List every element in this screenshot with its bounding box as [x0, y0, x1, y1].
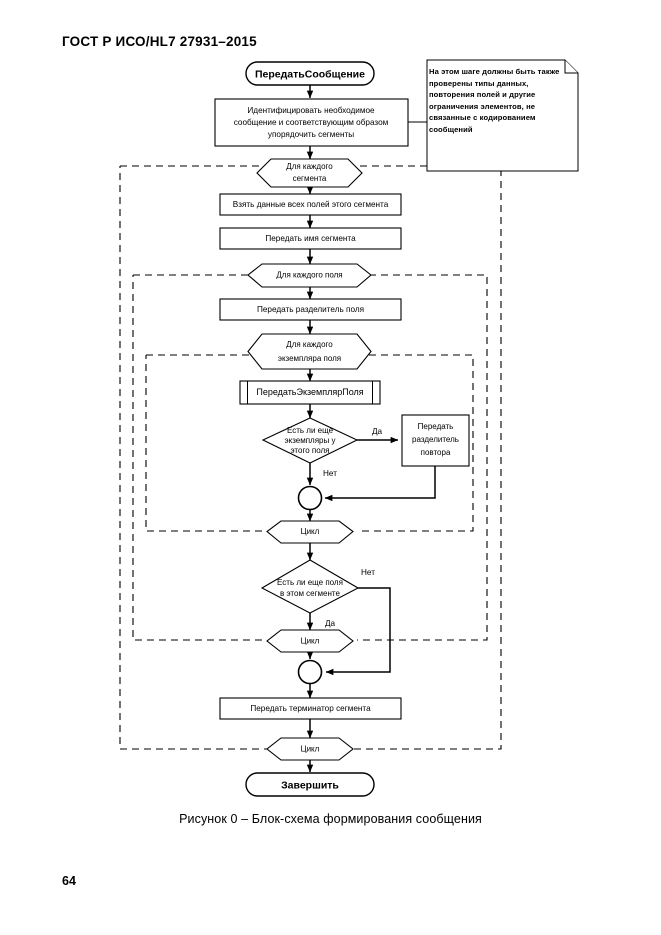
node-loop-end-segments[interactable]: Цикл	[266, 737, 354, 761]
node-send-segment-name[interactable]: Передать имя сегмента	[219, 227, 402, 250]
node-send-repeat-separator[interactable]: Передать разделитель повтора	[401, 414, 470, 467]
node-send-segment-terminator-label: Передать терминатор сегмента	[250, 704, 371, 713]
node-start-label: ПередатьСообщение	[255, 68, 365, 80]
node-identify-line1: Идентифицировать необходимое	[247, 106, 375, 115]
node-junction-2[interactable]	[297, 659, 323, 685]
note-callout-text: На этом шаге должны быть также проверены…	[429, 67, 560, 134]
node-loop-end-fields[interactable]: Цикл	[266, 629, 354, 653]
node-more-instances-line2: экземпляры у	[285, 436, 336, 445]
node-send-segment-terminator[interactable]: Передать терминатор сегмента	[219, 697, 402, 720]
node-more-instances[interactable]: Есть ли еще экземпляры у этого поля	[261, 417, 359, 464]
node-identify-line3: упорядочить сегменты	[268, 130, 354, 139]
node-for-each-field-label: Для каждого поля	[276, 271, 342, 280]
node-identify-line2: сообщение и соответствующим образом	[234, 118, 389, 127]
node-send-field-separator-label: Передать разделитель поля	[257, 305, 364, 314]
node-finish[interactable]: Завершить	[245, 772, 375, 797]
edge-label-fields-no: Нет	[361, 568, 375, 577]
node-for-each-instance-line1: Для каждого	[286, 340, 333, 349]
note-callout	[426, 59, 579, 172]
node-send-repeat-separator-line3: повтора	[421, 448, 451, 457]
node-more-fields[interactable]: Есть ли еще поля в этом сегменте	[260, 559, 360, 614]
node-for-each-segment[interactable]: Для каждого сегмента	[256, 158, 363, 188]
node-send-repeat-separator-line1: Передать	[418, 422, 454, 431]
node-loop-end-segments-label: Цикл	[301, 745, 320, 754]
node-more-fields-line2: в этом сегменте	[280, 589, 340, 598]
node-loop-end-instances-label: Цикл	[301, 527, 320, 536]
node-loop-end-fields-label: Цикл	[301, 637, 320, 646]
node-take-fields-label: Взять данные всех полей этого сегмента	[233, 200, 389, 209]
node-send-field-instance[interactable]: ПередатьЭкземплярПоля	[239, 380, 381, 405]
node-more-fields-line1: Есть ли еще поля	[277, 578, 343, 587]
standard-header: ГОСТ Р ИСО/HL7 27931–2015	[62, 34, 257, 49]
node-start[interactable]: ПередатьСообщение	[245, 61, 375, 86]
edge-label-instances-yes: Да	[372, 427, 383, 436]
node-send-field-instance-label: ПередатьЭкземплярПоля	[256, 387, 363, 397]
node-junction-1[interactable]	[297, 485, 323, 511]
node-for-each-segment-line2: сегмента	[293, 174, 327, 183]
node-for-each-segment-line1: Для каждого	[286, 162, 333, 171]
page-number: 64	[62, 874, 76, 888]
node-send-field-separator[interactable]: Передать разделитель поля	[219, 298, 402, 321]
node-take-fields[interactable]: Взять данные всех полей этого сегмента	[219, 193, 402, 216]
edge-repeat-sep-feedback-to-junction	[324, 466, 436, 502]
node-more-instances-line3: этого поля	[291, 446, 330, 455]
node-loop-end-instances[interactable]: Цикл	[266, 520, 354, 544]
figure-caption: Рисунок 0 – Блок-схема формирования сооб…	[179, 812, 482, 826]
edge-label-instances-no: Нет	[323, 469, 337, 478]
edge-more-fields-no-feedback	[325, 587, 391, 676]
node-for-each-instance-line2: экземпляра поля	[278, 354, 341, 363]
node-more-instances-line1: Есть ли еще	[287, 426, 334, 435]
node-identify[interactable]: Идентифицировать необходимое сообщение и…	[214, 98, 409, 147]
segment-loop-frame	[119, 165, 502, 750]
node-for-each-field[interactable]: Для каждого поля	[247, 263, 372, 288]
node-send-segment-name-label: Передать имя сегмента	[265, 234, 356, 243]
instance-loop-frame	[145, 354, 474, 532]
field-loop-frame	[132, 274, 488, 641]
node-finish-label: Завершить	[281, 779, 339, 791]
edge-label-fields-yes: Да	[325, 619, 336, 628]
node-send-repeat-separator-line2: разделитель	[412, 435, 459, 444]
node-for-each-instance[interactable]: Для каждого экземпляра поля	[247, 333, 372, 370]
